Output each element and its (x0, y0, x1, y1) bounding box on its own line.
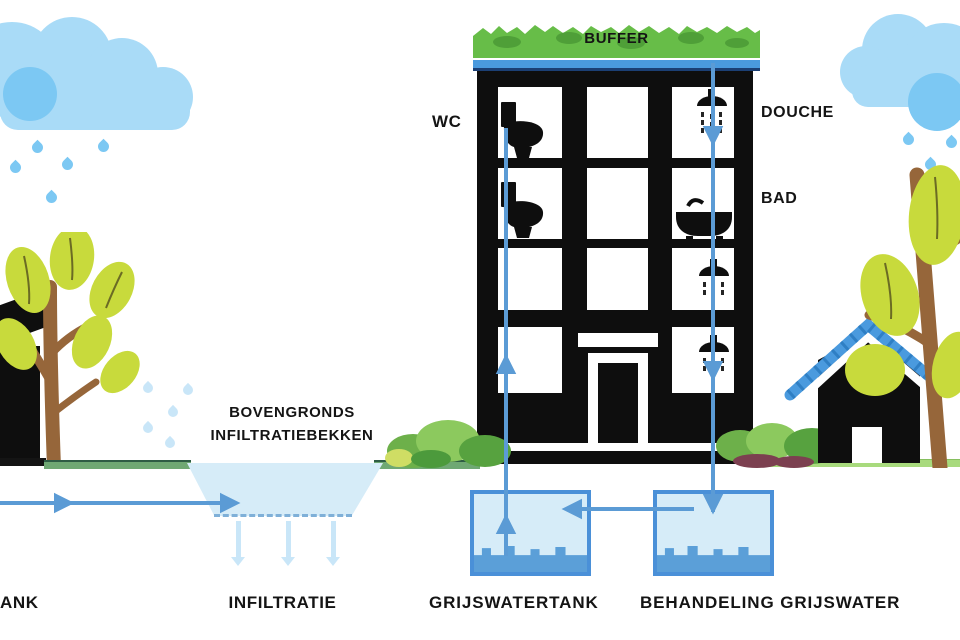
greywater-tank (470, 490, 591, 576)
window (498, 248, 562, 310)
grijswatertank-label: GRIJSWATERTANK (429, 593, 599, 612)
cloud-shadow (908, 73, 960, 131)
rain-cloud-right-icon (840, 14, 960, 131)
building-base-trim (486, 443, 746, 451)
basin-label-line2: INFILTRATIEBEKKEN (210, 427, 374, 444)
basin-bottom-dashed-line (214, 514, 352, 517)
ground-left-dark (0, 458, 46, 466)
building-base (486, 451, 746, 464)
buffer-label: BUFFER (584, 30, 649, 47)
bushes-right (716, 423, 840, 468)
tank-water (474, 546, 587, 572)
tank-water (657, 546, 770, 572)
roof-water-buffer-layer (473, 58, 760, 71)
toilet-icon (501, 182, 544, 238)
roof-tiles (786, 317, 934, 400)
window (587, 168, 648, 239)
basin-label: BOVENGRONDS INFILTRATIEBEKKEN (182, 401, 402, 447)
behandeling-grijswater-label: BEHANDELING GRIJSWATER (640, 593, 901, 612)
leaf-veins (23, 237, 123, 309)
tree-right-icon (845, 165, 960, 468)
raindrop-icon (95, 138, 112, 155)
green-roof-icon (473, 25, 760, 59)
grass-dark-patches (493, 32, 749, 49)
raindrop-icon (43, 189, 60, 206)
house-door (852, 427, 882, 463)
shower-icon (699, 259, 729, 297)
infiltration-arrow-down (281, 521, 295, 566)
raindrop-icon (29, 139, 46, 156)
regenwatertank-label-partial: ANK (0, 593, 39, 612)
window (672, 248, 734, 310)
shower-icon (697, 89, 727, 133)
tree-leaves (845, 165, 960, 399)
raindrop-icon (162, 435, 178, 451)
raindrop-icon (180, 382, 196, 398)
house-roof-edge (793, 331, 929, 406)
tree-leaves (0, 232, 140, 394)
leaf-veins (884, 176, 939, 320)
treatment-tank (653, 490, 774, 576)
bathtub-icon (676, 198, 732, 240)
tree-trunk (13, 280, 100, 468)
ground-left (44, 460, 191, 469)
basin-label-line1: BOVENGRONDS (229, 404, 355, 421)
rain-cloud-left-icon (0, 17, 193, 130)
raindrop-icon (165, 404, 181, 420)
infiltration-arrow-down (231, 521, 245, 566)
window (587, 87, 648, 158)
shower-icon (699, 335, 729, 373)
raindrop-icon (59, 156, 76, 173)
tree-left-icon (0, 232, 140, 468)
infiltration-basin (187, 463, 383, 516)
bushes-left (385, 420, 511, 468)
window (498, 327, 562, 393)
raindrop-icon (7, 159, 24, 176)
arrow-right-icon (54, 492, 75, 514)
bad-label: BAD (761, 190, 798, 207)
infiltration-arrow-down (326, 521, 340, 566)
infiltratie-label: INFILTRATIE (228, 593, 337, 612)
toilet-icon (501, 102, 544, 158)
douche-label: DOUCHE (761, 104, 834, 121)
entrance-door (598, 363, 638, 448)
cloud-shadow (3, 67, 57, 121)
entrance-awning (578, 333, 658, 347)
wc-label: WC (432, 112, 462, 131)
window (587, 248, 648, 310)
